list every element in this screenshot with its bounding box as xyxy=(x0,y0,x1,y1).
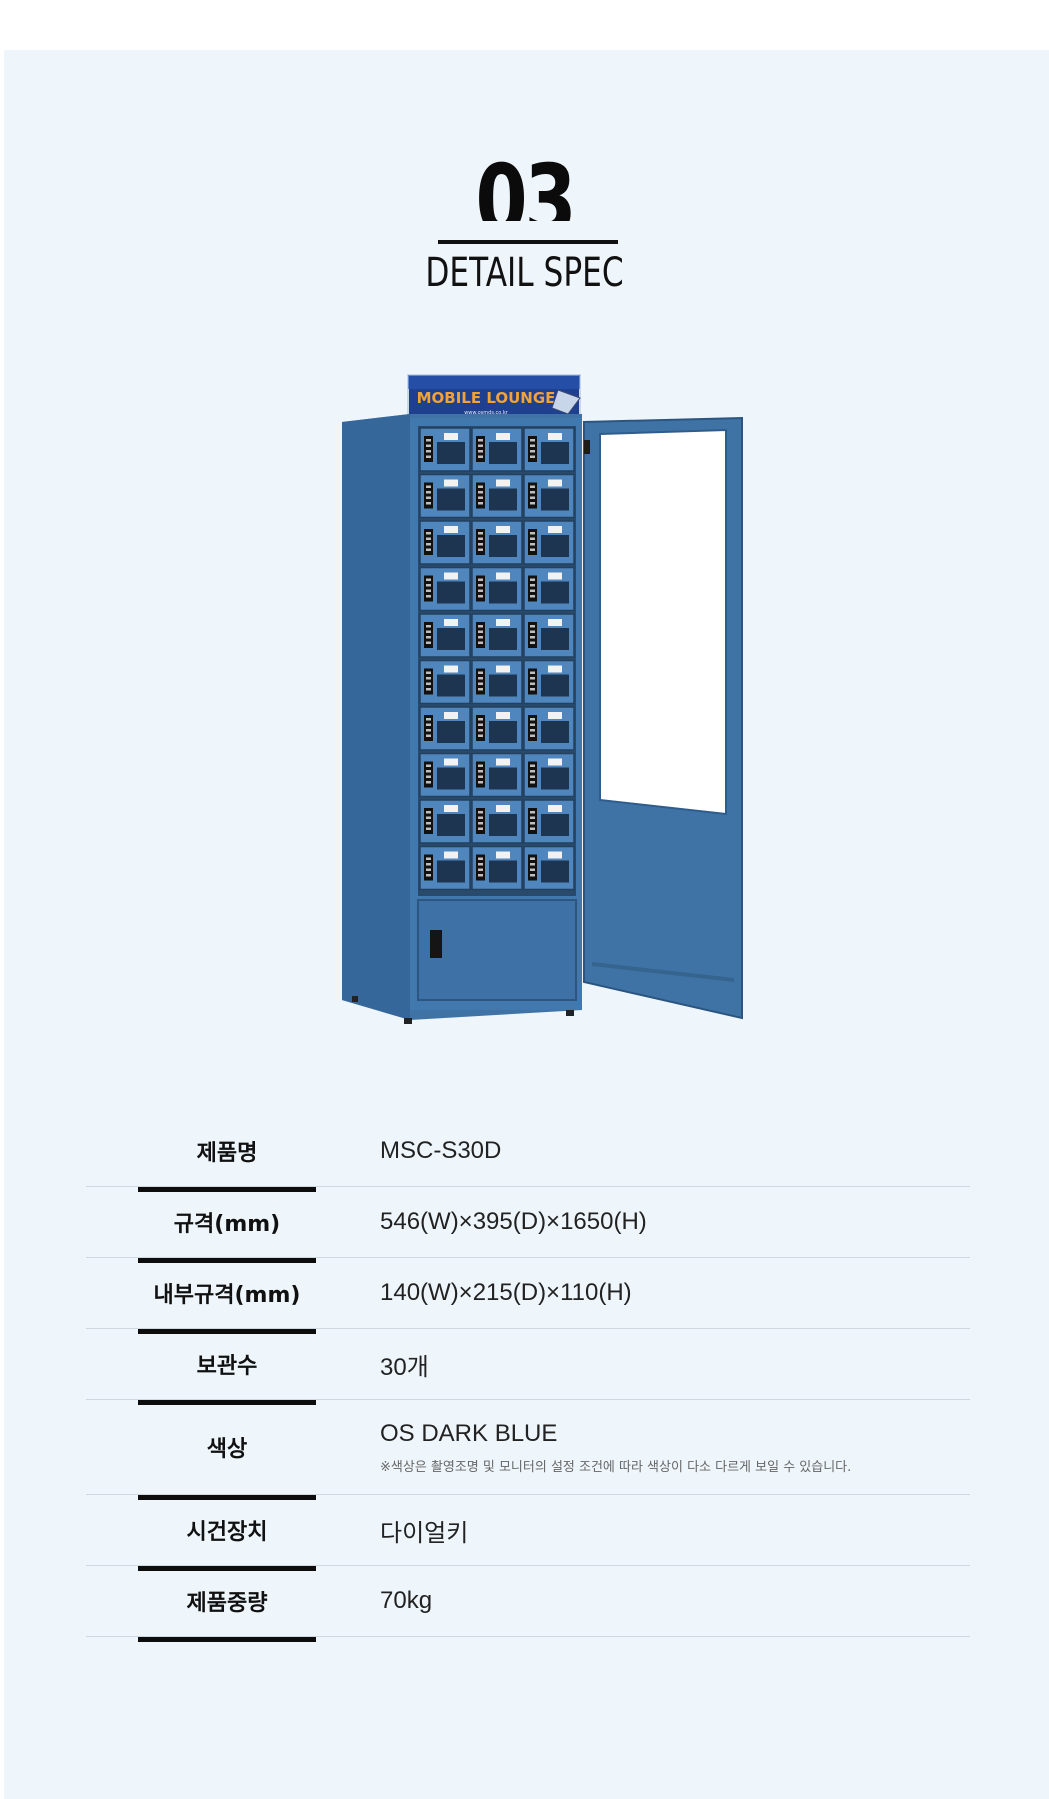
spec-value-cell: 다이얼키 xyxy=(380,1495,468,1565)
locker-cell xyxy=(471,473,523,519)
locker-cell xyxy=(419,473,471,519)
locker-cell xyxy=(419,566,471,612)
spec-value: 다이얼키 xyxy=(380,1519,469,1547)
spec-label: 제품명 xyxy=(196,1141,258,1166)
sign-board: MOBILE LOUNGE www.osmds.co.kr xyxy=(407,374,581,418)
spec-label-underline xyxy=(138,1566,316,1571)
spec-table: 제품명 MSC-S30D 규격(mm) 546(W)×395(D)×1650(H) 내부… xyxy=(86,1116,970,1642)
locker-cell xyxy=(471,427,523,472)
spec-label-underline xyxy=(138,1329,316,1334)
locker-cell xyxy=(523,845,575,891)
locker-cell xyxy=(523,427,575,472)
sign-text: MOBILE LOUNGE xyxy=(417,389,556,407)
locker-cell xyxy=(523,799,575,844)
spec-value-cell: MSC-S30D xyxy=(380,1116,501,1186)
spec-value: 30개 xyxy=(380,1353,429,1381)
locker-cell xyxy=(419,427,471,472)
locker-cell xyxy=(471,520,523,565)
spec-value: OS DARK BLUE xyxy=(380,1419,558,1447)
locker-cell xyxy=(523,706,575,751)
spec-row: 내부규격(mm) 140(W)×215(D)×110(H) xyxy=(86,1258,970,1334)
locker-grid xyxy=(419,427,575,891)
locker-cell xyxy=(471,613,523,658)
spec-label: 시건장치 xyxy=(186,1520,268,1545)
locker-cell xyxy=(419,752,471,798)
sign-url: www.osmds.co.kr xyxy=(464,410,509,416)
locker-cell xyxy=(523,659,575,705)
locker-cell xyxy=(419,520,471,565)
spec-value-cell: OS DARK BLUE ※색상은 촬영조명 및 모니터의 설정 조건에 따라 색… xyxy=(380,1400,851,1494)
locker-cell xyxy=(471,752,523,798)
spec-value-cell: 546(W)×395(D)×1650(H) xyxy=(380,1187,647,1257)
spec-value-cell: 140(W)×215(D)×110(H) xyxy=(380,1258,632,1328)
locker-cell xyxy=(419,613,471,658)
section-subtitle: DETAIL SPEC xyxy=(425,250,624,296)
spec-label: 색상 xyxy=(206,1437,248,1462)
spec-row: 보관수 30개 xyxy=(86,1329,970,1405)
spec-value-cell: 30개 xyxy=(380,1329,429,1399)
spec-row: 시건장치 다이얼키 xyxy=(86,1495,970,1571)
locker-cell xyxy=(471,706,523,751)
locker-cell xyxy=(419,799,471,844)
spec-label: 규격(mm) xyxy=(173,1212,281,1237)
spec-note: ※색상은 촬영조명 및 모니터의 설정 조건에 따라 색상이 다소 다르게 보일… xyxy=(380,1459,852,1475)
heading-rule xyxy=(438,240,618,244)
spec-value: MSC-S30D xyxy=(380,1137,502,1164)
spec-label-underline xyxy=(138,1187,316,1192)
spec-label: 제품중량 xyxy=(186,1591,268,1616)
spec-label-underline xyxy=(138,1495,316,1500)
spec-label-underline xyxy=(138,1637,316,1642)
locker-cell xyxy=(419,659,471,705)
locker-cell xyxy=(471,845,523,891)
product-image: MOBILE LOUNGE www.osmds.co.kr xyxy=(342,374,743,1024)
locker-cell xyxy=(523,566,575,612)
spec-label-underline xyxy=(138,1258,316,1263)
open-door xyxy=(583,416,743,1020)
spec-row: 색상 OS DARK BLUE ※색상은 촬영조명 및 모니터의 설정 조건에 따라… xyxy=(86,1400,970,1500)
locker-cell xyxy=(471,799,523,844)
locker-cell xyxy=(523,473,575,519)
locker-cell xyxy=(419,845,471,891)
section-heading: 03 DETAIL SPEC xyxy=(0,150,1049,310)
spec-value-cell: 70kg xyxy=(380,1566,432,1636)
spec-label: 내부규격(mm) xyxy=(153,1283,301,1308)
spec-value: 70kg xyxy=(380,1587,433,1614)
locker-cell xyxy=(419,706,471,751)
locker-cell xyxy=(523,613,575,658)
spec-row: 제품중량 70kg xyxy=(86,1566,970,1642)
locker-cell xyxy=(523,520,575,565)
spec-value: 140(W)×215(D)×110(H) xyxy=(380,1279,632,1306)
spec-value: 546(W)×395(D)×1650(H) xyxy=(380,1208,647,1235)
spec-row: 제품명 MSC-S30D xyxy=(86,1116,970,1192)
locker-cell xyxy=(471,566,523,612)
section-number: 03 xyxy=(475,150,577,221)
spec-label: 보관수 xyxy=(196,1354,258,1379)
spec-row: 규격(mm) 546(W)×395(D)×1650(H) xyxy=(86,1187,970,1263)
spec-label-underline xyxy=(138,1400,316,1405)
locker-cell xyxy=(523,752,575,798)
locker-cell xyxy=(471,659,523,705)
